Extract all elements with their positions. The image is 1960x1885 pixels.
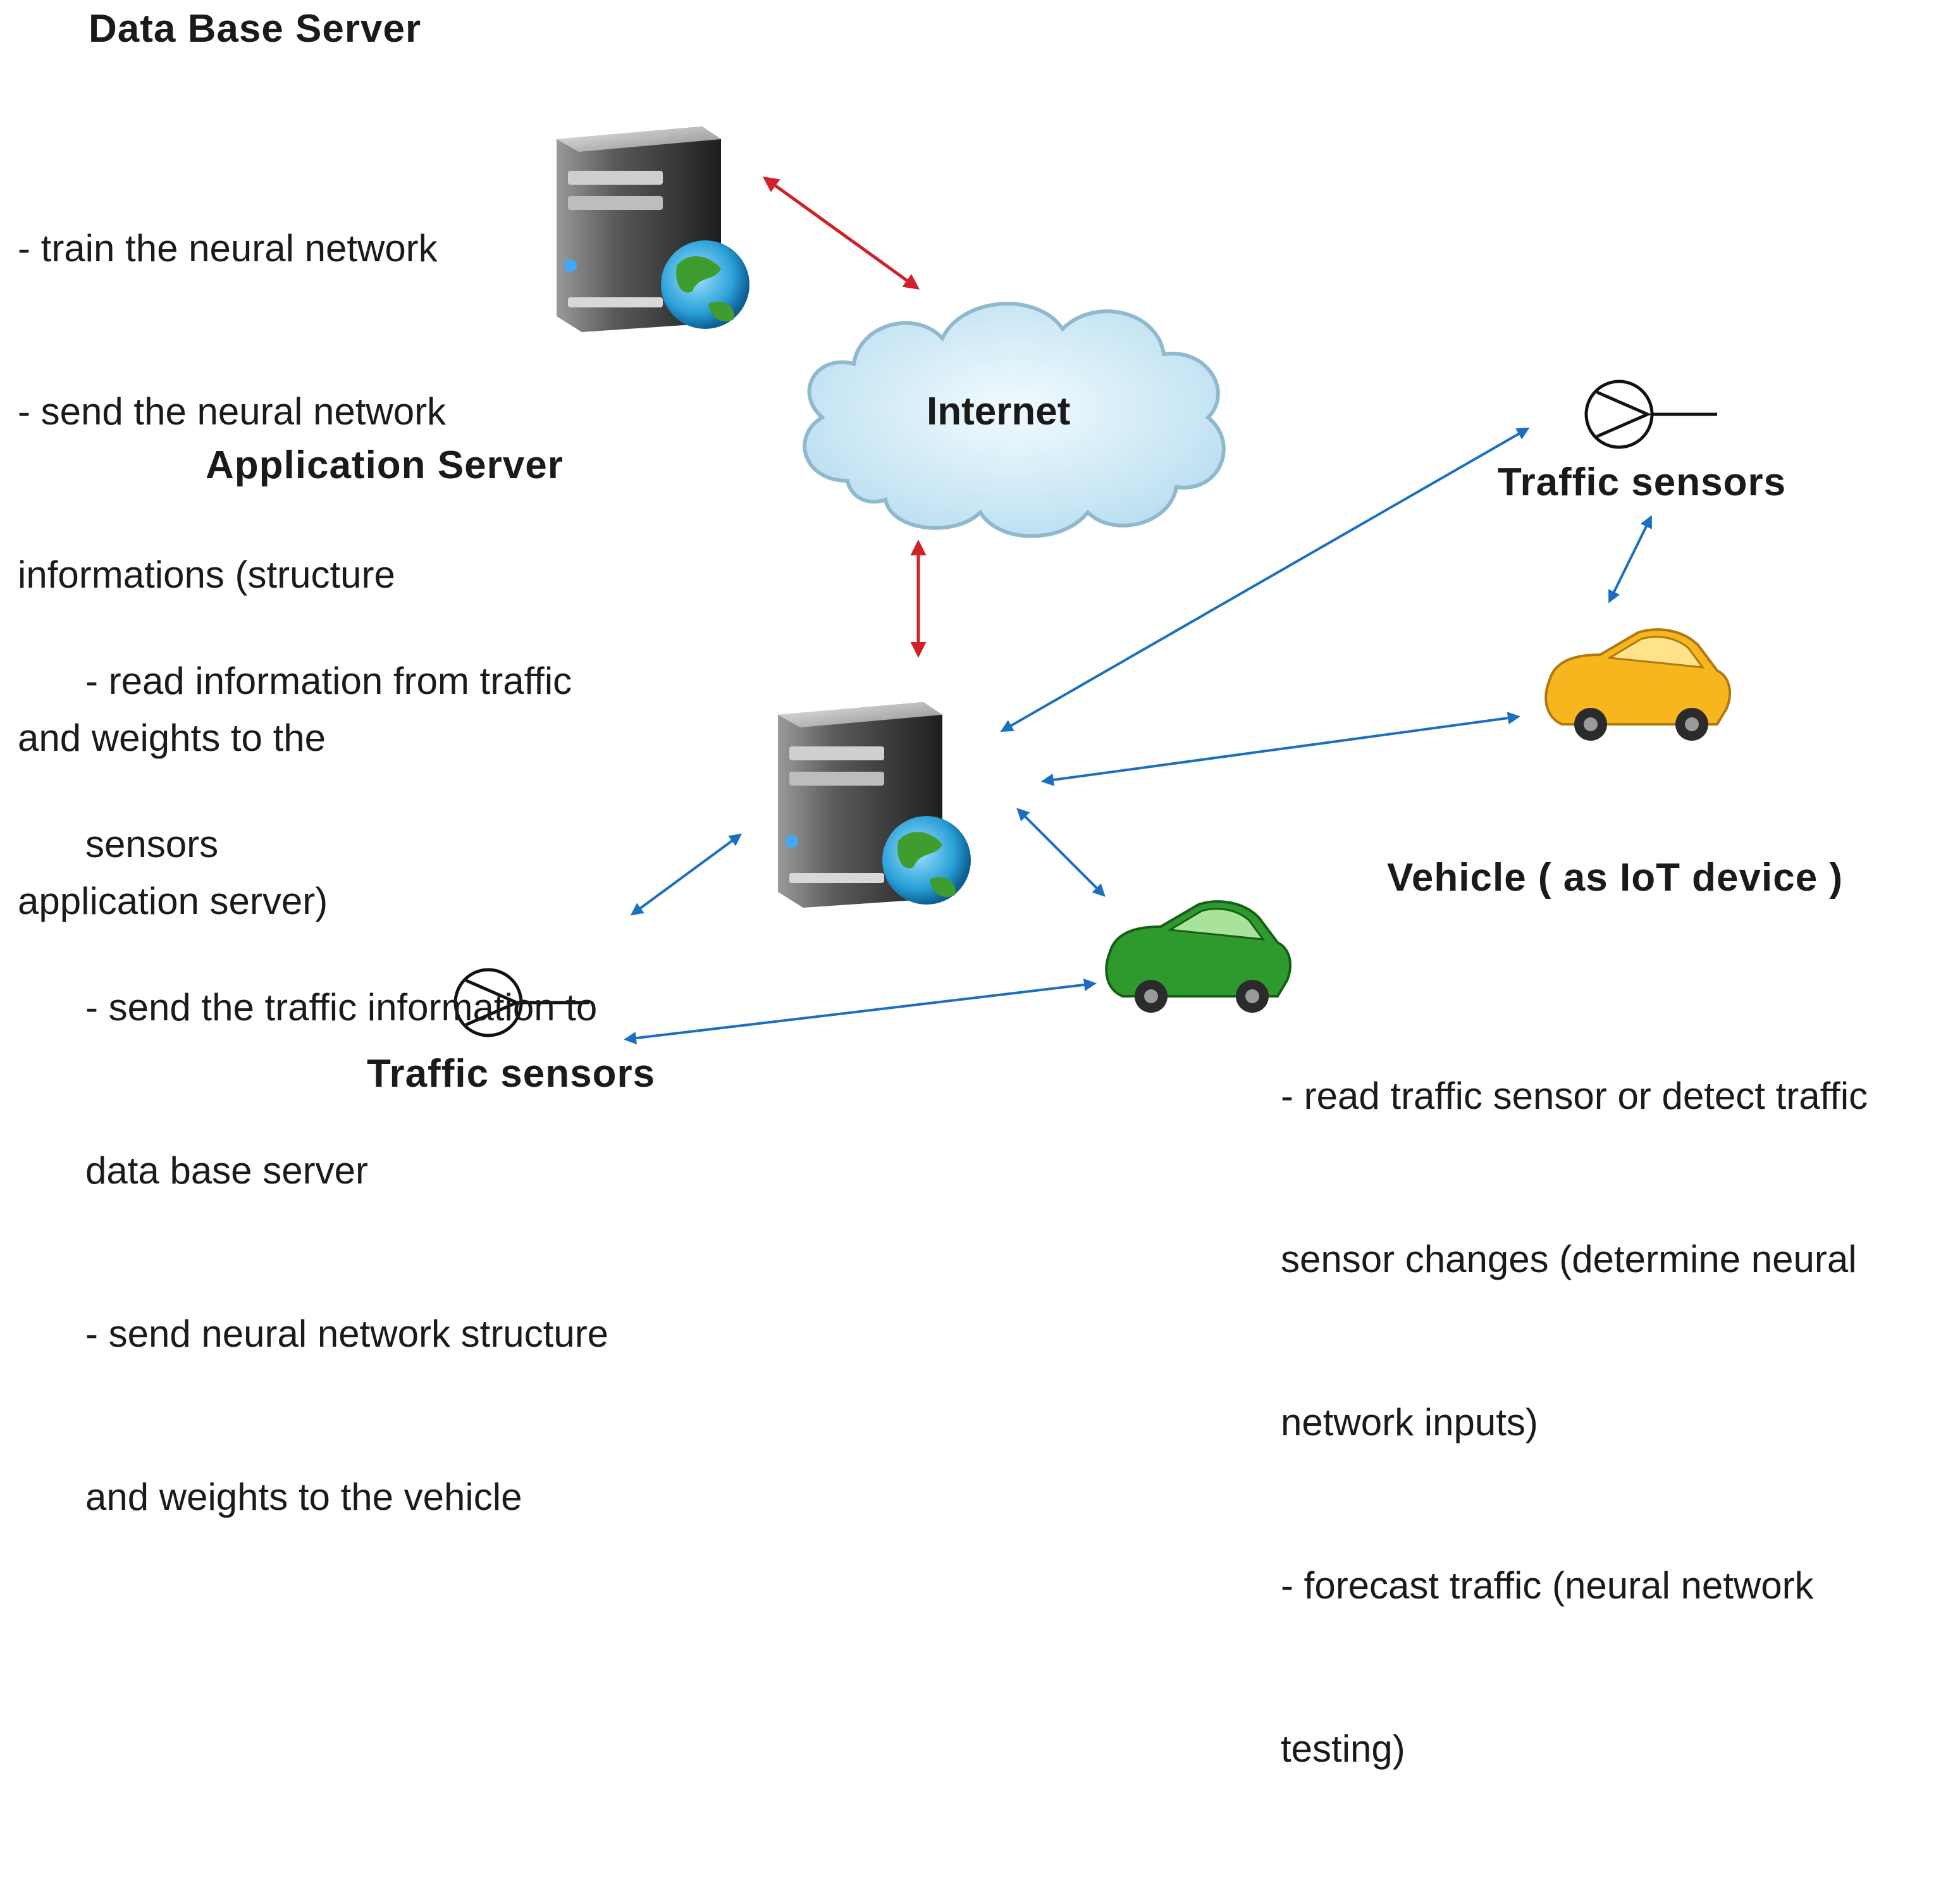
app-server-desc-line: - send neural network structure bbox=[85, 1313, 609, 1355]
app-server-desc-line: - send the traffic information to bbox=[85, 986, 598, 1029]
app-server-desc-line: - read information from traffic bbox=[85, 660, 572, 702]
link-db-internet bbox=[762, 176, 920, 290]
vehicle-desc-line: testing) bbox=[1281, 1727, 1405, 1770]
traffic-sensor-icon bbox=[453, 968, 589, 1037]
db-server-description: - train the neural network - send the ne… bbox=[18, 113, 446, 1037]
db-server-desc-line: - train the neural network bbox=[18, 227, 438, 269]
traffic-sensor-icon bbox=[1584, 380, 1717, 449]
app-server-desc-line: data base server bbox=[85, 1149, 368, 1192]
link-app-yellow-car bbox=[1041, 712, 1520, 786]
app-server-title: Application Server bbox=[206, 443, 564, 487]
server-globe-icon bbox=[778, 702, 971, 908]
app-server-desc-line: and weights to the vehicle bbox=[85, 1476, 522, 1518]
link-app-green-car bbox=[1016, 808, 1106, 897]
vehicle-desc-line: sensor changes (determine neural bbox=[1281, 1238, 1857, 1280]
internet-label: Internet bbox=[927, 390, 1071, 433]
link-app-left bbox=[630, 833, 743, 916]
vehicle-desc-line: network inputs) bbox=[1281, 1401, 1538, 1443]
db-server-desc-line: and weights to the bbox=[18, 717, 326, 759]
db-server-title: Data Base Server bbox=[89, 7, 422, 51]
db-server-desc-line: application server) bbox=[18, 880, 328, 922]
db-server-desc-line: - send the neural network bbox=[18, 390, 447, 433]
diagram-graphics bbox=[453, 127, 1731, 1045]
link-sensor-left-green-car bbox=[624, 978, 1097, 1045]
traffic-sensors-right-label: Traffic sensors bbox=[1498, 460, 1787, 504]
server-globe-icon bbox=[557, 127, 749, 332]
vehicle-desc-line: - forecast traffic (neural network bbox=[1281, 1564, 1814, 1607]
vehicle-title: Vehicle ( as IoT device ) bbox=[1387, 856, 1844, 899]
traffic-sensors-left-label: Traffic sensors bbox=[367, 1052, 656, 1096]
app-server-desc-line: sensors bbox=[85, 823, 219, 865]
db-server-desc-line: informations (structure bbox=[18, 553, 395, 596]
vehicle-description: - read traffic sensor or detect traffic … bbox=[1281, 960, 1868, 1885]
car-icon bbox=[1544, 628, 1731, 741]
vehicle-desc-line: - read traffic sensor or detect traffic bbox=[1281, 1075, 1868, 1117]
diagram-canvas: Data Base Server - train the neural netw… bbox=[18, 7, 1868, 1770]
link-app-sensor-right bbox=[1000, 428, 1530, 732]
link-sensor-yellow-car bbox=[1608, 515, 1652, 603]
car-icon bbox=[1105, 900, 1291, 1013]
